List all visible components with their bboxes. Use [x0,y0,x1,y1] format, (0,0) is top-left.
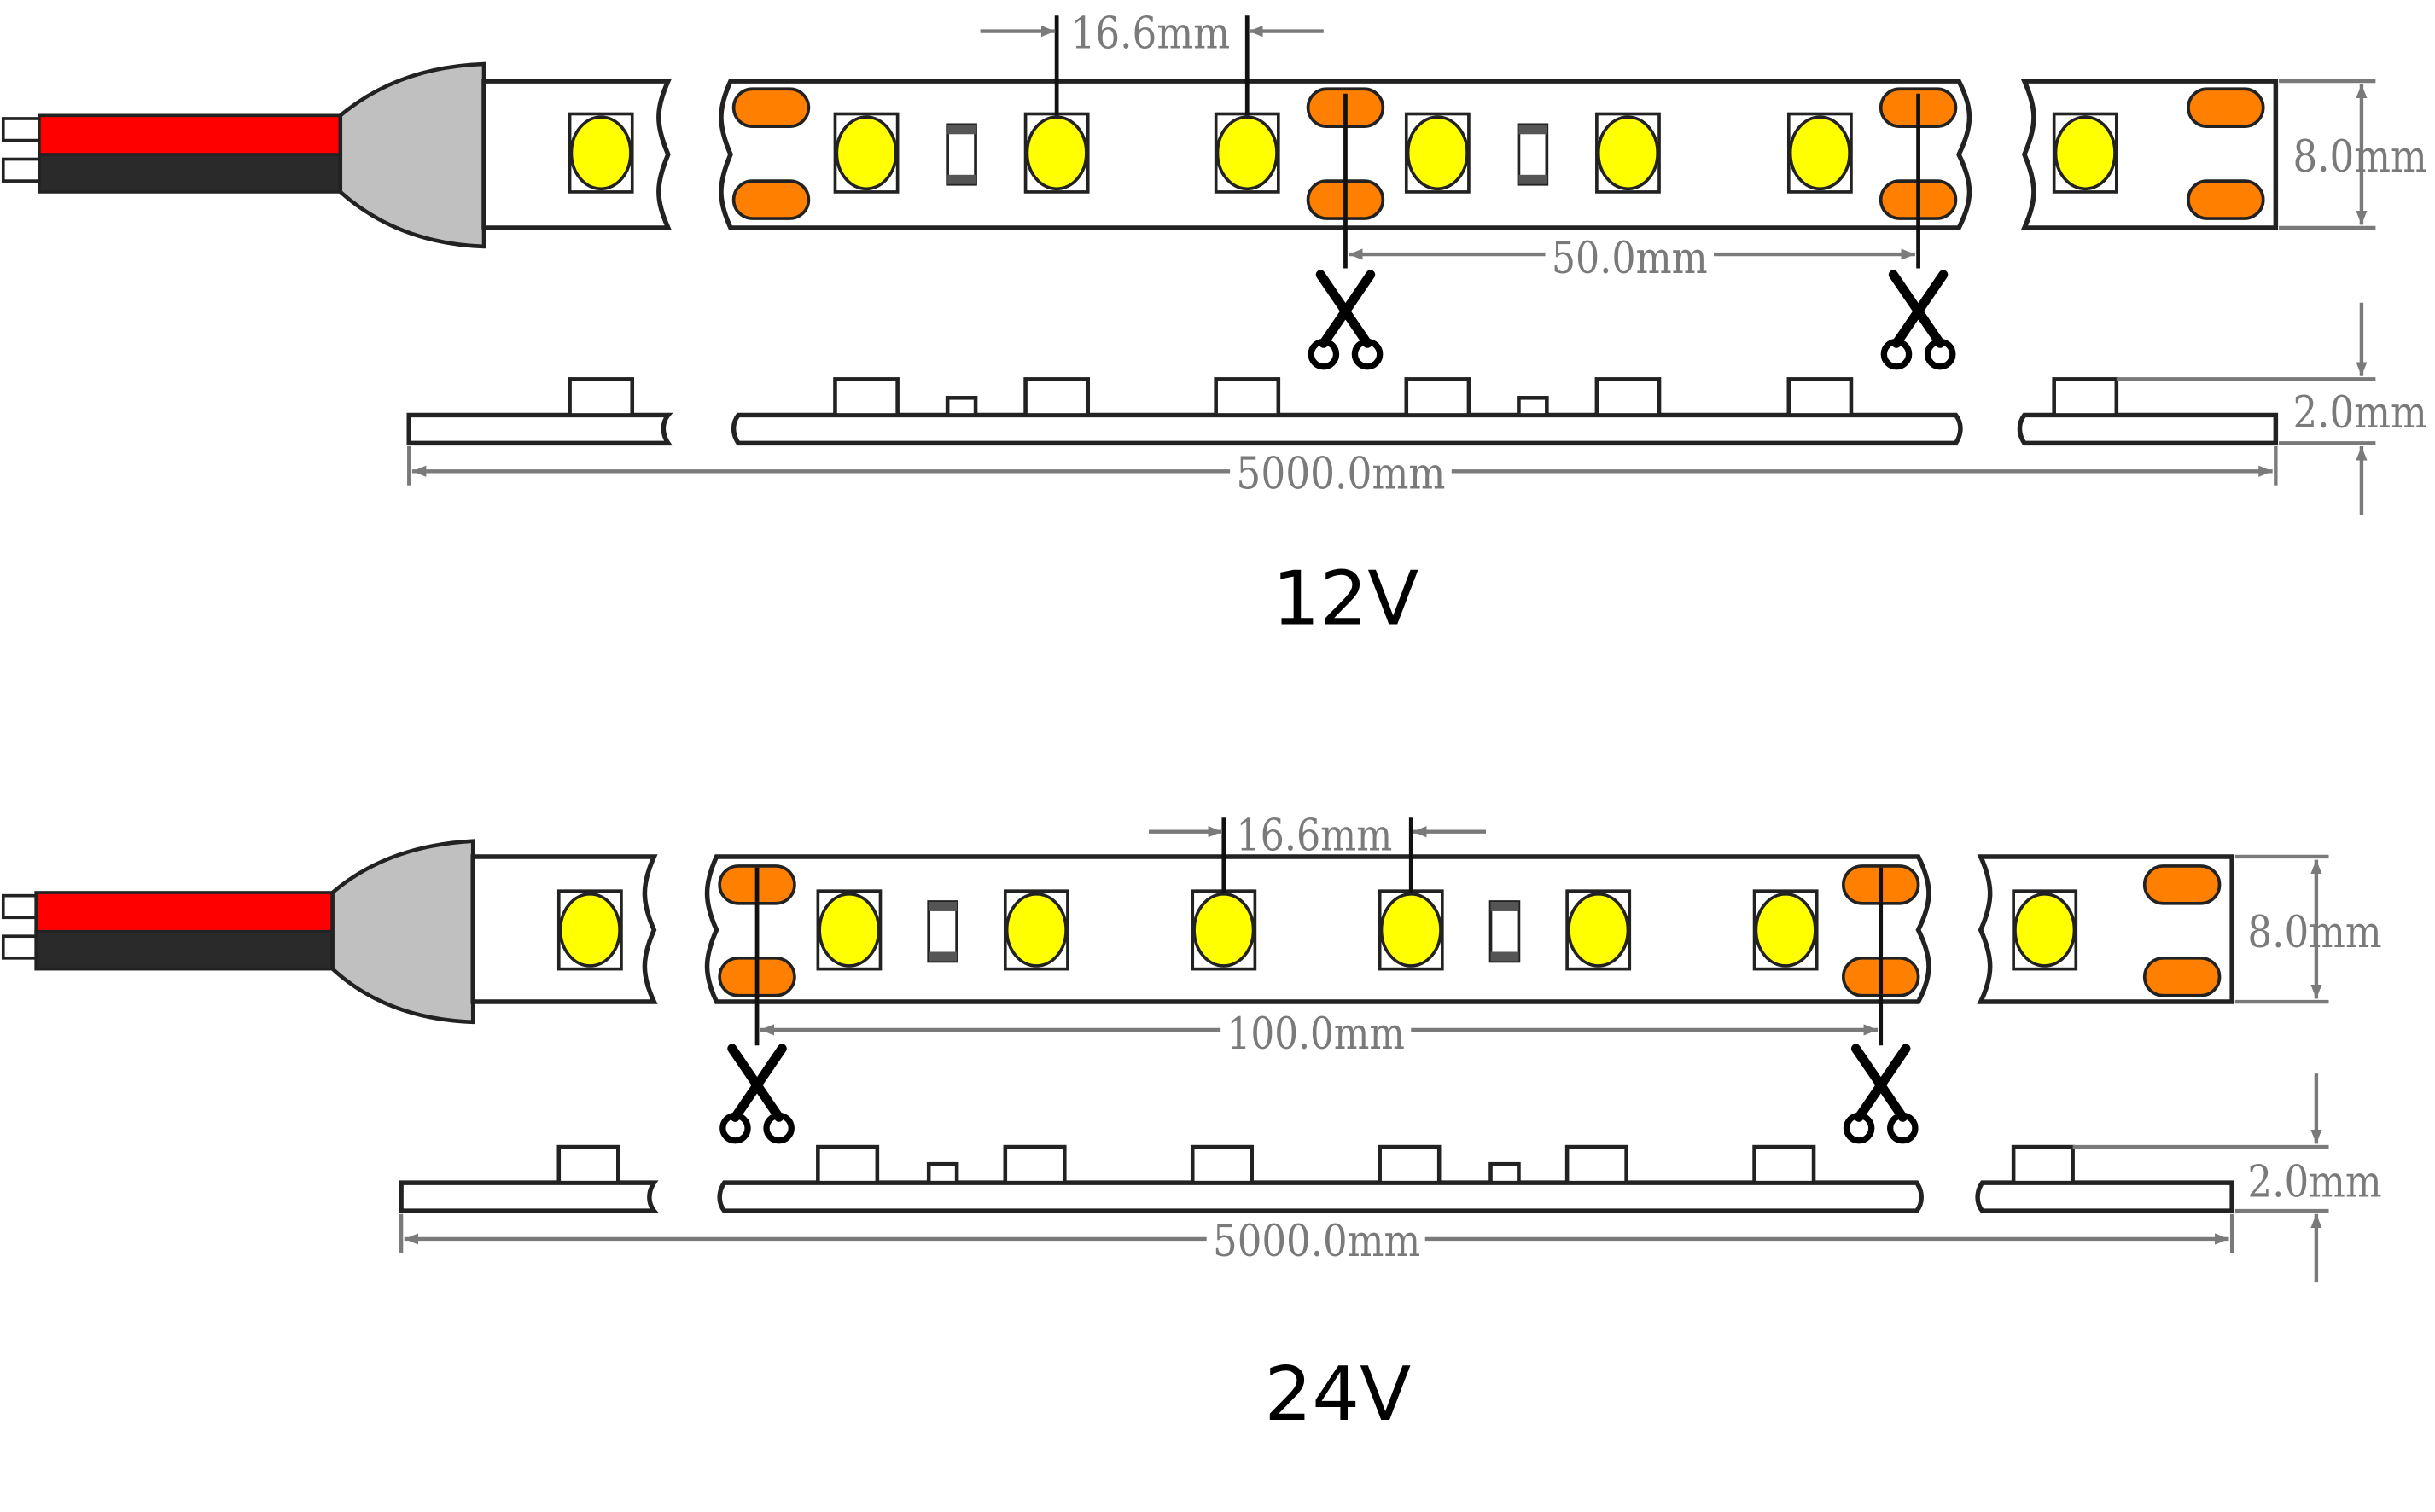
width-label: 8.0mm [2247,907,2381,958]
height-label: 2.0mm [2292,387,2426,439]
diagram-24v: 16.6mm 100.0mm 8.0mm [1,811,2382,1438]
height-dimension-24v: 2.0mm [2072,1073,2382,1283]
diagram-12v: 16.6mm 50.0mm 8.0mm [1,9,2427,642]
solder-pad [2142,864,2222,905]
cut-length-label: 50.0mm [1552,233,1708,284]
led-chip [1191,889,1257,971]
voltage-label: 12V [1273,555,1419,642]
led-chip [833,112,900,194]
black-wire [34,929,335,971]
solder-pad [2187,179,2265,220]
total-length-label: 5000.0mm [1213,1216,1420,1267]
pitch-label: 16.6mm [1071,9,1231,60]
red-wire [34,891,335,935]
strip-top-view-12v [481,79,2279,230]
led-chip [1214,112,1280,194]
strip-side-view-12v [406,377,2279,446]
scissors-icon [1846,1049,1914,1141]
scissors-icon [1311,275,1379,367]
voltage-label: 24V [1264,1351,1411,1438]
strip-side-view-24v [399,1144,2234,1213]
black-wire [38,153,342,194]
pitch-dimension-24v: 16.6mm [1149,811,1487,893]
pitch-label: 16.6mm [1236,811,1392,862]
height-dimension-12v: 2.0mm [2116,302,2427,515]
led-chip [816,889,883,971]
cut-dimension-12v: 50.0mm [1311,93,1953,367]
resistor [1488,900,1521,963]
solder-pad [2142,956,2222,997]
length-dimension-24v: 5000.0mm [399,1213,2234,1267]
led-chip [1378,889,1444,971]
scissors-icon [1884,275,1952,367]
led-chip [1786,112,1853,194]
solder-pad [731,87,811,128]
length-dimension-12v: 5000.0mm [407,446,2278,499]
led-chip [1023,112,1090,194]
red-wire [38,113,342,158]
pitch-dimension-12v: 16.6mm [980,9,1324,116]
cut-length-label: 100.0mm [1226,1009,1404,1060]
led-chip [556,889,623,971]
cable-24v [1,839,475,1025]
width-dimension-24v: 8.0mm [2234,854,2382,1004]
strip-top-view-24v [470,854,2234,1004]
width-label: 8.0mm [2292,131,2426,183]
height-label: 2.0mm [2247,1157,2381,1208]
led-chip [2012,889,2078,971]
connector-boot [338,61,486,249]
resistor [1517,123,1549,186]
cut-dimension-24v: 100.0mm [723,867,1915,1141]
led-chip [2052,112,2118,194]
cable-12v [1,61,486,249]
led-chip [1565,889,1632,971]
led-chip [1595,112,1661,194]
resistor [946,123,977,186]
led-chip [1404,112,1471,194]
led-chip [1003,889,1069,971]
scissors-icon [723,1049,791,1141]
total-length-label: 5000.0mm [1236,448,1445,499]
solder-pad [2187,87,2265,128]
led-chip [568,112,634,194]
resistor [927,900,958,963]
width-dimension-12v: 8.0mm [2279,79,2427,230]
connector-boot [330,839,475,1025]
solder-pad [731,179,811,220]
led-chip [1752,889,1819,971]
